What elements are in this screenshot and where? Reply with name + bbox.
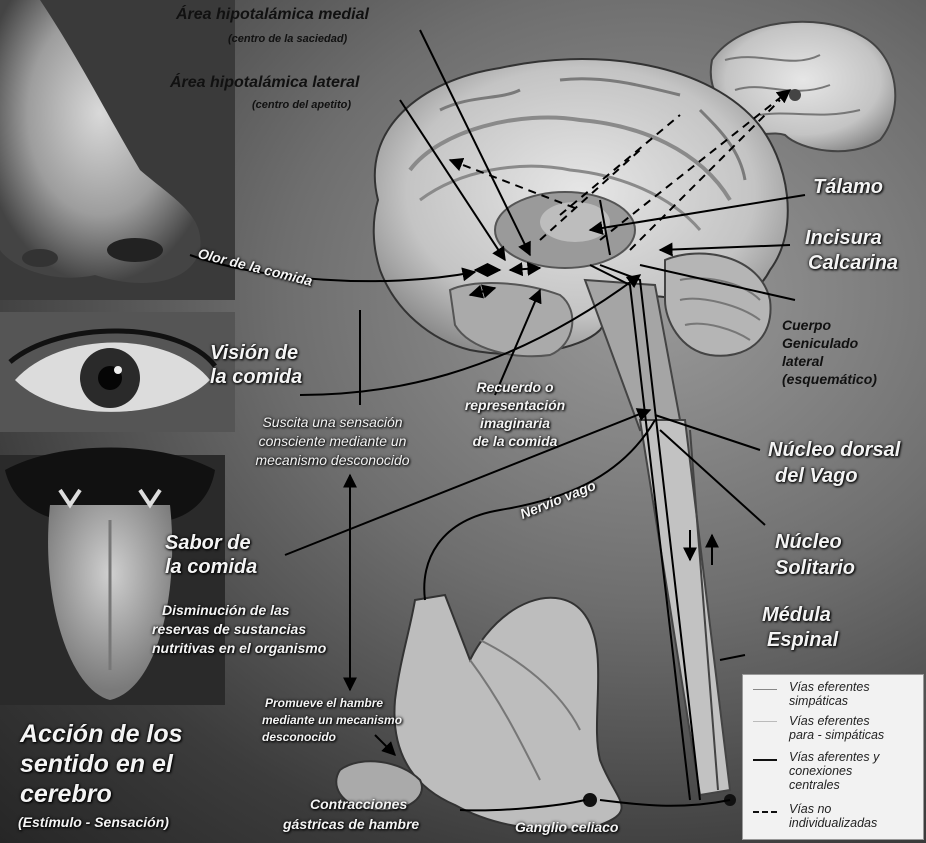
legend-text: para - simpáticas (789, 729, 884, 743)
title-line-1: Acción de los (20, 720, 183, 748)
label-disminucion-2: reservas de sustancias (152, 622, 306, 637)
label-suscita-2: consciente mediante un (215, 434, 450, 449)
label-medula-1: Médula (762, 605, 831, 626)
legend-line-dashed (753, 811, 777, 813)
label-recuerdo-1: Recuerdo o (440, 380, 590, 395)
title-line-3: cerebro (20, 780, 112, 808)
label-contracciones-1: Contracciones (310, 797, 407, 812)
label-ganglio: Ganglio celiaco (515, 820, 618, 835)
label-nucleo-solitario-2: Solitario (775, 558, 855, 579)
label-incisura-1: Incisura (805, 228, 882, 249)
legend-line-parasympathetic (753, 721, 777, 722)
label-talamo: Tálamo (813, 177, 883, 198)
label-promueve-2: mediante un mecanismo (262, 714, 402, 727)
label-vision-1: Visión de (210, 343, 298, 364)
label-disminucion-3: nutritivas en el organismo (152, 641, 326, 656)
label-area-medial: Área hipotalámica medial (176, 7, 369, 24)
label-cuerpo-2: Geniculado (782, 336, 858, 351)
label-promueve-1: Promueve el hambre (265, 697, 383, 710)
legend-text: Vías aferentes y (789, 751, 879, 765)
label-nucleo-solitario-1: Núcleo (775, 532, 842, 553)
label-cuerpo-3: lateral (782, 354, 823, 369)
label-nucleo-dorsal-2: del Vago (775, 466, 858, 487)
title-subtitle: (Estímulo - Sensación) (18, 815, 169, 830)
legend-text: individualizadas (789, 817, 877, 831)
legend-text: Vías no (789, 803, 831, 817)
legend-text: Vías eferentes (789, 715, 870, 729)
legend-text: Vías eferentes (789, 681, 870, 695)
label-sabor-1: Sabor de (165, 533, 251, 554)
legend: Vías eferentes simpáticas Vías eferentes… (742, 674, 924, 840)
label-sabor-2: la comida (165, 557, 257, 578)
label-promueve-3: desconocido (262, 731, 336, 744)
title-line-2: sentido en el (20, 750, 173, 778)
label-area-lateral: Área hipotalámica lateral (170, 75, 359, 92)
label-incisura-2: Calcarina (808, 253, 898, 274)
label-nucleo-dorsal-1: Núcleo dorsal (768, 440, 900, 461)
label-contracciones-2: gástricas de hambre (283, 817, 419, 832)
label-disminucion-1: Disminución de las (162, 603, 290, 618)
label-cuerpo-4: (esquemático) (782, 372, 877, 387)
legend-text: simpáticas (789, 695, 848, 709)
label-vision-2: la comida (210, 367, 302, 388)
label-area-medial-sub: (centro de la saciedad) (228, 34, 347, 46)
label-cuerpo-1: Cuerpo (782, 318, 831, 333)
legend-text: conexiones (789, 765, 852, 779)
label-suscita-1: Suscita una sensación (215, 415, 450, 430)
label-suscita-3: mecanismo desconocido (215, 453, 450, 468)
eye-image (0, 312, 235, 432)
label-recuerdo-2: representación (440, 398, 590, 413)
label-area-lateral-sub: (centro del apetito) (252, 100, 351, 112)
legend-text: centrales (789, 779, 840, 793)
label-recuerdo-4: de la comida (440, 434, 590, 449)
legend-line-sympathetic (753, 689, 777, 690)
label-recuerdo-3: imaginaria (440, 416, 590, 431)
legend-line-afferent (753, 759, 777, 761)
label-medula-2: Espinal (767, 630, 838, 651)
